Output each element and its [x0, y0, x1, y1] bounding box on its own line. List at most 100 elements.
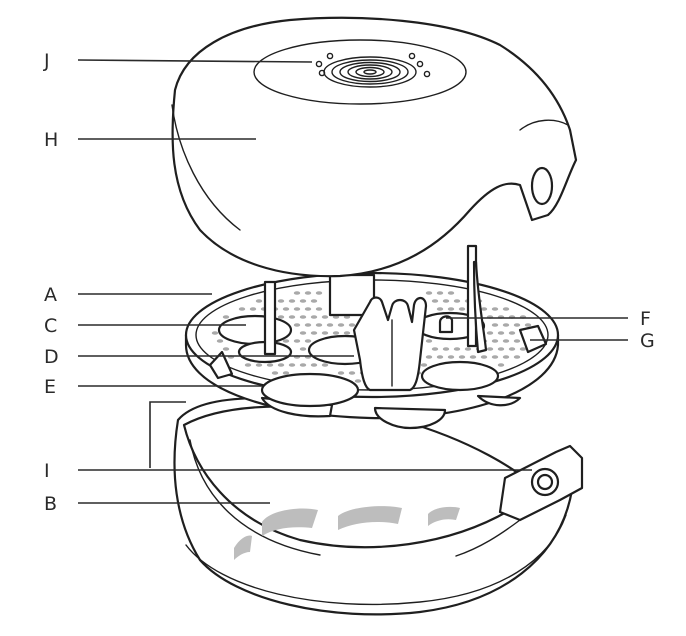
perforation-dot: [348, 323, 356, 327]
perforation-dot: [519, 347, 527, 351]
leader-J: [77, 59, 313, 63]
perforation-dot: [447, 291, 455, 295]
perforation-dot: [458, 355, 466, 359]
perforation-dot: [491, 339, 499, 343]
perforation-dot: [315, 291, 323, 295]
perforation-dot: [321, 315, 329, 319]
perforation-dot: [497, 331, 505, 335]
perforation-dot: [480, 355, 488, 359]
perforation-dot: [304, 323, 312, 327]
perforation-dot: [288, 363, 296, 367]
perforation-dot: [524, 323, 532, 327]
label-D: D: [44, 346, 59, 368]
perforation-dot: [277, 315, 285, 319]
perforation-dot: [502, 339, 510, 343]
perforation-dot: [343, 331, 351, 335]
perforation-dot: [502, 307, 510, 311]
perforation-dot: [447, 355, 455, 359]
perforation-dot: [310, 363, 318, 367]
perforation-dot: [513, 323, 521, 327]
perforation-dot: [508, 331, 516, 335]
perforation-dot: [348, 371, 356, 375]
perforation-dot: [442, 299, 450, 303]
perforation-dot: [299, 331, 307, 335]
perforation-dot: [425, 355, 433, 359]
perforation-dot: [436, 291, 444, 295]
bracket-I: [149, 401, 186, 468]
perforation-dot: [491, 307, 499, 311]
base-unit: [173, 397, 584, 616]
perforation-dot: [491, 355, 499, 359]
perforation-dot: [310, 299, 318, 303]
bottle-seat: [260, 372, 360, 408]
bottle-seat: [217, 314, 293, 346]
perforation-dot: [502, 355, 510, 359]
perforation-dot: [315, 307, 323, 311]
perforation-dot: [282, 371, 290, 375]
perforation-dot: [486, 331, 494, 335]
perforation-dot: [425, 291, 433, 295]
perforation-dot: [304, 339, 312, 343]
perforation-dot: [453, 347, 461, 351]
perforation-dot: [249, 307, 257, 311]
perforation-dot: [216, 339, 224, 343]
perforation-dot: [436, 307, 444, 311]
perforation-dot: [337, 323, 345, 327]
perforation-dot: [480, 307, 488, 311]
perforation-dot: [458, 307, 466, 311]
perforation-dot: [447, 307, 455, 311]
perforation-dot: [282, 307, 290, 311]
perforation-dot: [211, 331, 219, 335]
label-J: J: [43, 50, 50, 72]
perforation-dot: [469, 355, 477, 359]
perforation-dot: [436, 355, 444, 359]
perforation-dot: [453, 299, 461, 303]
label-E: E: [44, 376, 56, 398]
label-H: H: [44, 129, 58, 151]
perforation-dot: [282, 339, 290, 343]
perforation-dot: [266, 363, 274, 367]
bottle-seat: [420, 360, 500, 392]
label-C: C: [44, 315, 57, 337]
label-A: A: [44, 284, 57, 306]
perforation-dot: [513, 339, 521, 343]
perforation-dot: [431, 347, 439, 351]
perforation-dot: [299, 363, 307, 367]
perforation-dot: [244, 363, 252, 367]
perforation-dot: [299, 347, 307, 351]
perforation-dot: [310, 315, 318, 319]
perforation-dot: [464, 347, 472, 351]
perforation-dot: [299, 315, 307, 319]
perforation-dot: [321, 363, 329, 367]
perforation-dot: [222, 347, 230, 351]
perforation-dot: [288, 299, 296, 303]
perforation-dot: [255, 299, 263, 303]
perforation-dot: [486, 347, 494, 351]
perforation-dot: [293, 291, 301, 295]
perforation-dot: [288, 315, 296, 319]
perforation-dot: [299, 299, 307, 303]
perforation-dot: [337, 371, 345, 375]
perforation-dot: [497, 363, 505, 367]
perforation-dot: [277, 363, 285, 367]
perforation-dot: [304, 291, 312, 295]
perforation-dot: [431, 299, 439, 303]
perforation-dot: [502, 323, 510, 327]
perforation-dot: [513, 355, 521, 359]
perforation-dot: [293, 339, 301, 343]
perforation-dot: [508, 347, 516, 351]
perforation-dot: [293, 323, 301, 327]
label-B: B: [44, 493, 57, 515]
perforation-dot: [277, 299, 285, 303]
perforation-dot: [491, 323, 499, 327]
perforation-dot: [315, 323, 323, 327]
perforation-dot: [332, 331, 340, 335]
label-I: I: [44, 460, 50, 482]
perforation-dot: [321, 331, 329, 335]
bottle-rod: [263, 280, 277, 356]
perforation-dot: [238, 307, 246, 311]
perforation-dot: [310, 331, 318, 335]
perforation-dot: [271, 371, 279, 375]
